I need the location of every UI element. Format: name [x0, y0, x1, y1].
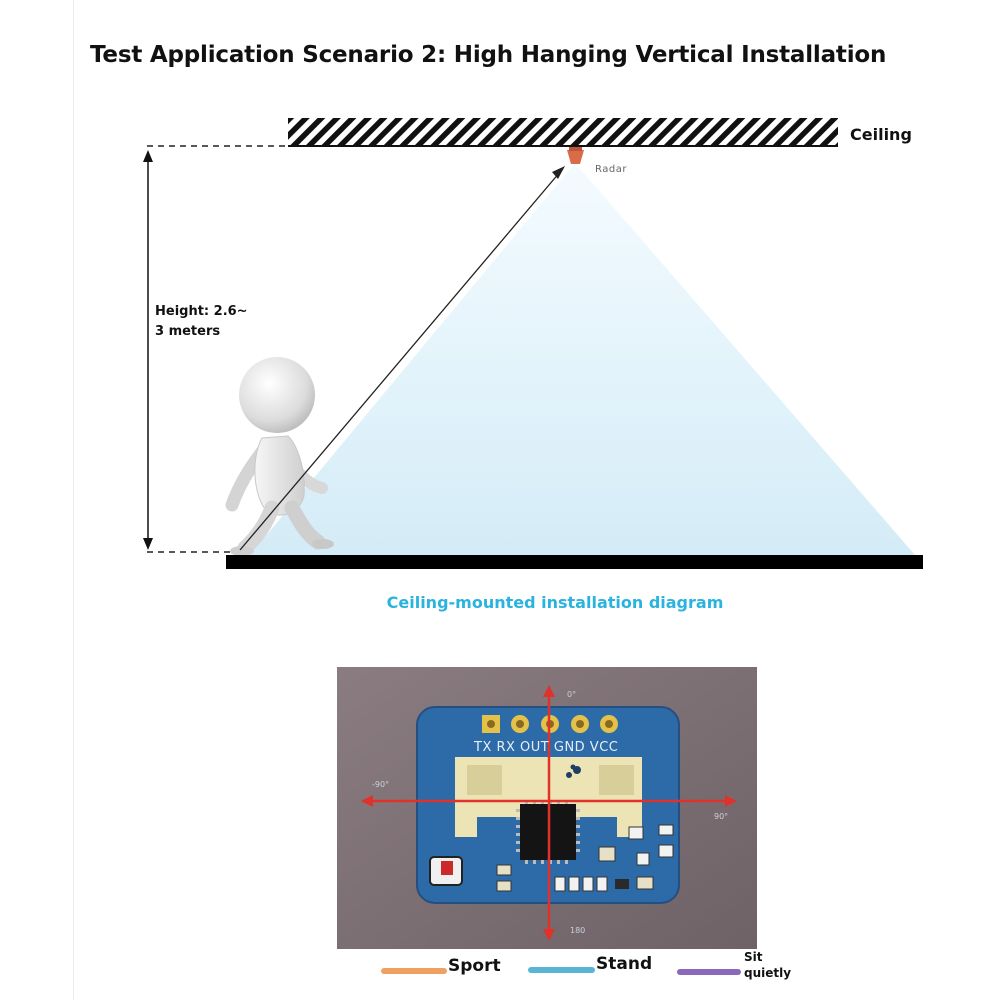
detection-zone [250, 163, 915, 555]
legend-sit-line2: quietly [744, 966, 792, 980]
height-label-line2: 3 meters [155, 324, 221, 339]
height-label: Height: 2.6~ 3 meters [155, 302, 265, 342]
angle-top-label: 0° [567, 690, 577, 699]
radar-module-photo [337, 667, 757, 949]
ceiling-hatch [288, 118, 838, 146]
pcb-components [429, 824, 674, 892]
person-figure [225, 357, 334, 556]
radar-label: Radar [595, 164, 627, 175]
page-title: Test Application Scenario 2: High Hangin… [90, 42, 887, 68]
page-left-rule [73, 0, 74, 1000]
radar-device [567, 150, 584, 164]
legend-sit-label: Sit quietly [744, 949, 791, 981]
height-label-line1: Height: 2.6~ [155, 304, 248, 319]
angle-crosshair [361, 685, 737, 941]
floor [226, 555, 923, 569]
angle-bottom-label: 180 [570, 926, 586, 935]
legend-stand-label: Stand [596, 954, 653, 974]
diagram-caption: Ceiling-mounted installation diagram [386, 593, 724, 612]
ceiling-label: Ceiling [850, 125, 912, 144]
pcb-pins [482, 715, 618, 733]
angle-right-label: 90° [714, 812, 729, 821]
legend-sport-label: Sport [448, 956, 501, 976]
angle-left-label: -90° [372, 780, 390, 789]
legend-sit-line1: Sit [744, 950, 763, 964]
pin-labels: TX RX OUT GND VCC [474, 740, 619, 755]
sight-line [239, 171, 561, 551]
